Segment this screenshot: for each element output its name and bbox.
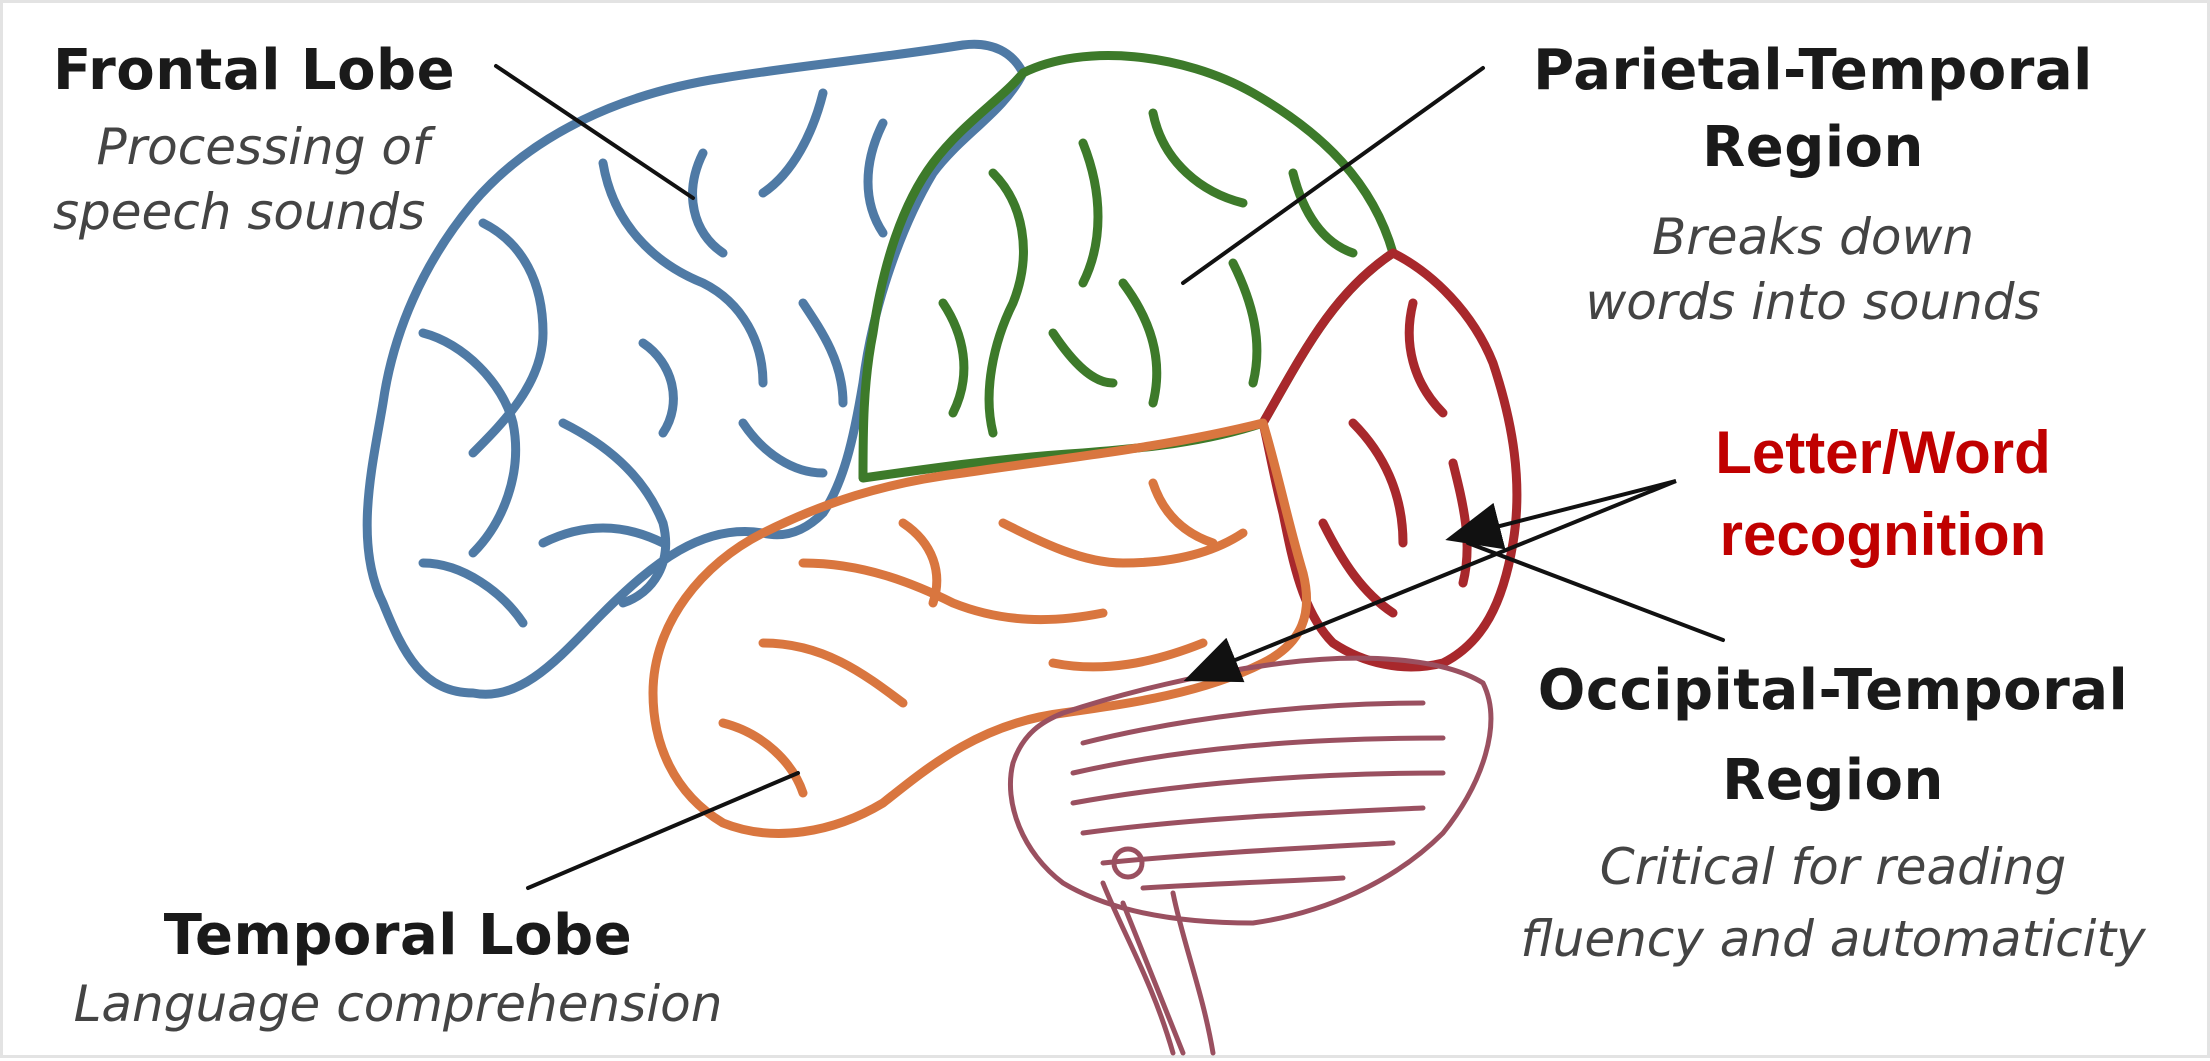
- parietal-leader-line: [1183, 68, 1483, 283]
- recognition-arrows: [1191, 481, 1676, 678]
- occipital-temporal-title-line-1: Occipital-Temporal: [1493, 658, 2173, 724]
- frontal-lobe-desc-line-2: speech sounds: [53, 183, 473, 242]
- parietal-temporal-desc-line-1: Breaks down: [1493, 208, 2133, 267]
- occipital-temporal-title-line-2: Region: [1493, 748, 2173, 814]
- occipital-lobe: [1263, 253, 1517, 667]
- frontal-lobe-desc-line-1: Processing of: [53, 118, 473, 177]
- occipital-temporal-desc-line-1: Critical for reading: [1493, 838, 2173, 897]
- parietal-temporal-title-line-1: Parietal-Temporal: [1493, 38, 2133, 104]
- parietal-temporal-title-line-2: Region: [1493, 115, 2133, 181]
- temporal-lobe: [653, 423, 1307, 833]
- letter-word-recognition-line-2: recognition: [1683, 500, 2083, 571]
- occipital-temporal-desc-line-2: fluency and automaticity: [1493, 910, 2173, 969]
- cerebellum: [1010, 658, 1490, 1053]
- arrow-to-occipital: [1453, 481, 1676, 538]
- temporal-lobe-title: Temporal Lobe: [33, 903, 763, 969]
- parietal-lobe: [863, 56, 1393, 478]
- arrow-to-temporal: [1191, 481, 1676, 678]
- letter-word-recognition-line-1: Letter/Word: [1683, 418, 2083, 489]
- frontal-lobe-title: Frontal Lobe: [53, 38, 473, 104]
- parietal-temporal-desc-line-2: words into sounds: [1493, 273, 2133, 332]
- temporal-lobe-desc: Language comprehension: [33, 975, 763, 1034]
